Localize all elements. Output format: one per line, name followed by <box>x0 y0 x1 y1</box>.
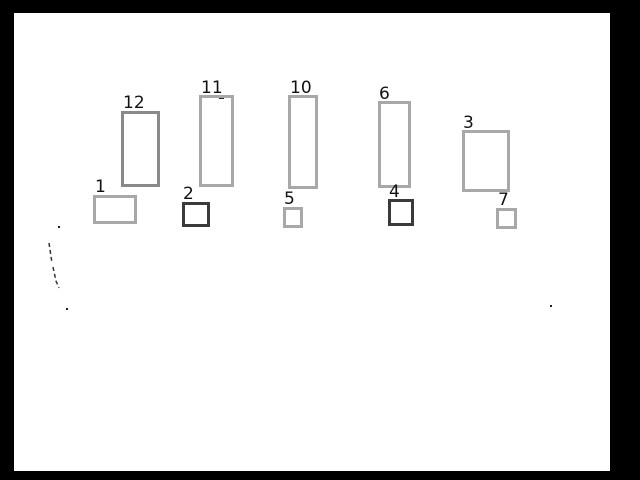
box-10 <box>288 95 318 189</box>
box-4-label: 4 <box>389 182 400 202</box>
box-6 <box>378 101 411 188</box>
box-2 <box>182 202 210 227</box>
box-12-label: 12 <box>123 93 145 113</box>
box-7-label: 7 <box>498 190 509 210</box>
box-2-label: 2 <box>183 184 194 204</box>
box-11 <box>199 95 234 187</box>
diagram-canvas: 12 11 10 6 3 1 2 5 4 7 <box>14 13 610 471</box>
box-12 <box>121 111 160 187</box>
box-1-label: 1 <box>95 177 106 197</box>
box-10-label: 10 <box>290 78 312 98</box>
box-11-label: 11 <box>201 78 223 98</box>
box-1 <box>93 195 137 224</box>
box-3-label: 3 <box>463 113 474 133</box>
box-5-label: 5 <box>284 189 295 209</box>
stray-dot <box>219 98 224 99</box>
stray-dot <box>550 305 552 307</box>
box-7 <box>496 208 517 229</box>
box-4 <box>388 199 414 226</box>
stray-dot <box>66 308 68 310</box>
box-3 <box>462 130 510 192</box>
stray-dot <box>58 226 60 228</box>
stray-pen-mark <box>48 242 60 289</box>
box-6-label: 6 <box>379 84 390 104</box>
box-5 <box>283 207 303 228</box>
